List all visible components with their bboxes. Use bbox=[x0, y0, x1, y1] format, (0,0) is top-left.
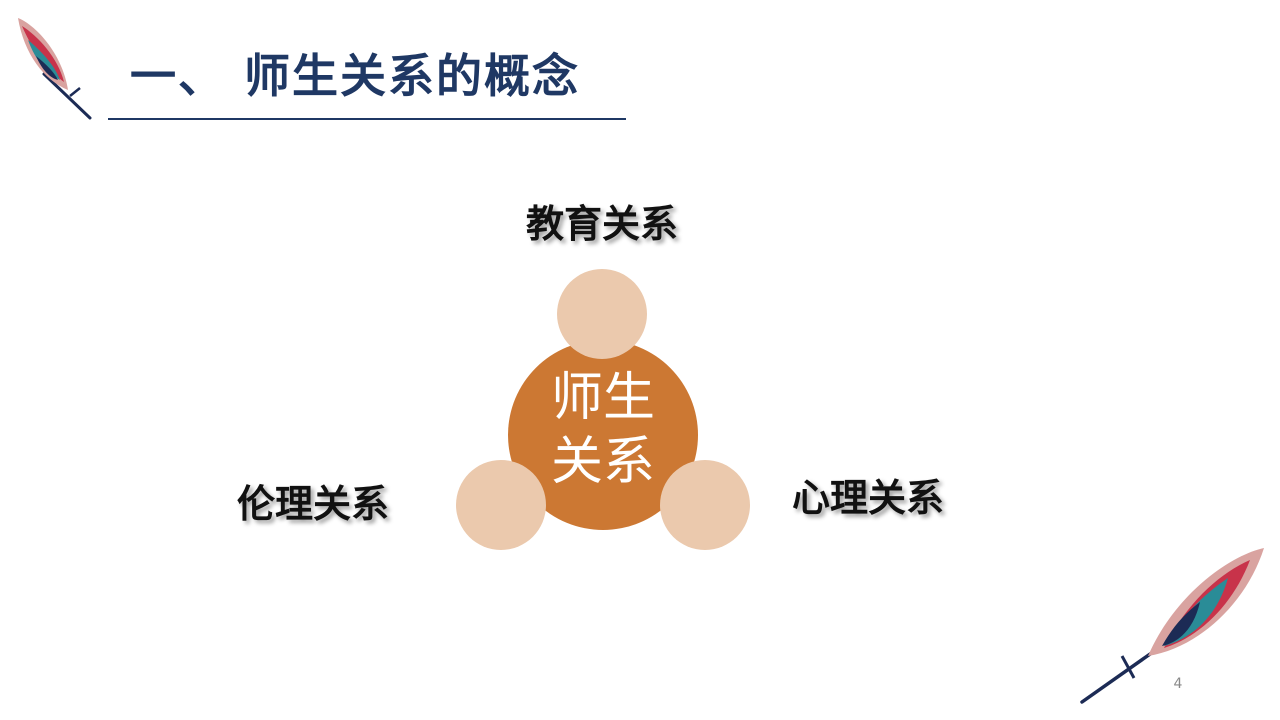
page-number: 4 bbox=[1173, 676, 1183, 692]
node-label-psychology: 心理关系 bbox=[792, 476, 945, 520]
left-circle bbox=[456, 460, 546, 550]
center-label-line1: 师生 bbox=[550, 368, 655, 428]
right-circle bbox=[660, 460, 750, 550]
feather-icon bbox=[1080, 548, 1264, 704]
title-underline bbox=[108, 118, 626, 120]
center-label: 师生 关系 bbox=[508, 366, 698, 494]
page-title: 一、 师生关系的概念 bbox=[130, 49, 581, 103]
feather-icon bbox=[18, 18, 92, 120]
top-circle bbox=[557, 269, 647, 359]
node-label-education: 教育关系 bbox=[526, 202, 679, 246]
center-label-line2: 关系 bbox=[550, 432, 655, 492]
node-label-ethics: 伦理关系 bbox=[237, 482, 390, 526]
